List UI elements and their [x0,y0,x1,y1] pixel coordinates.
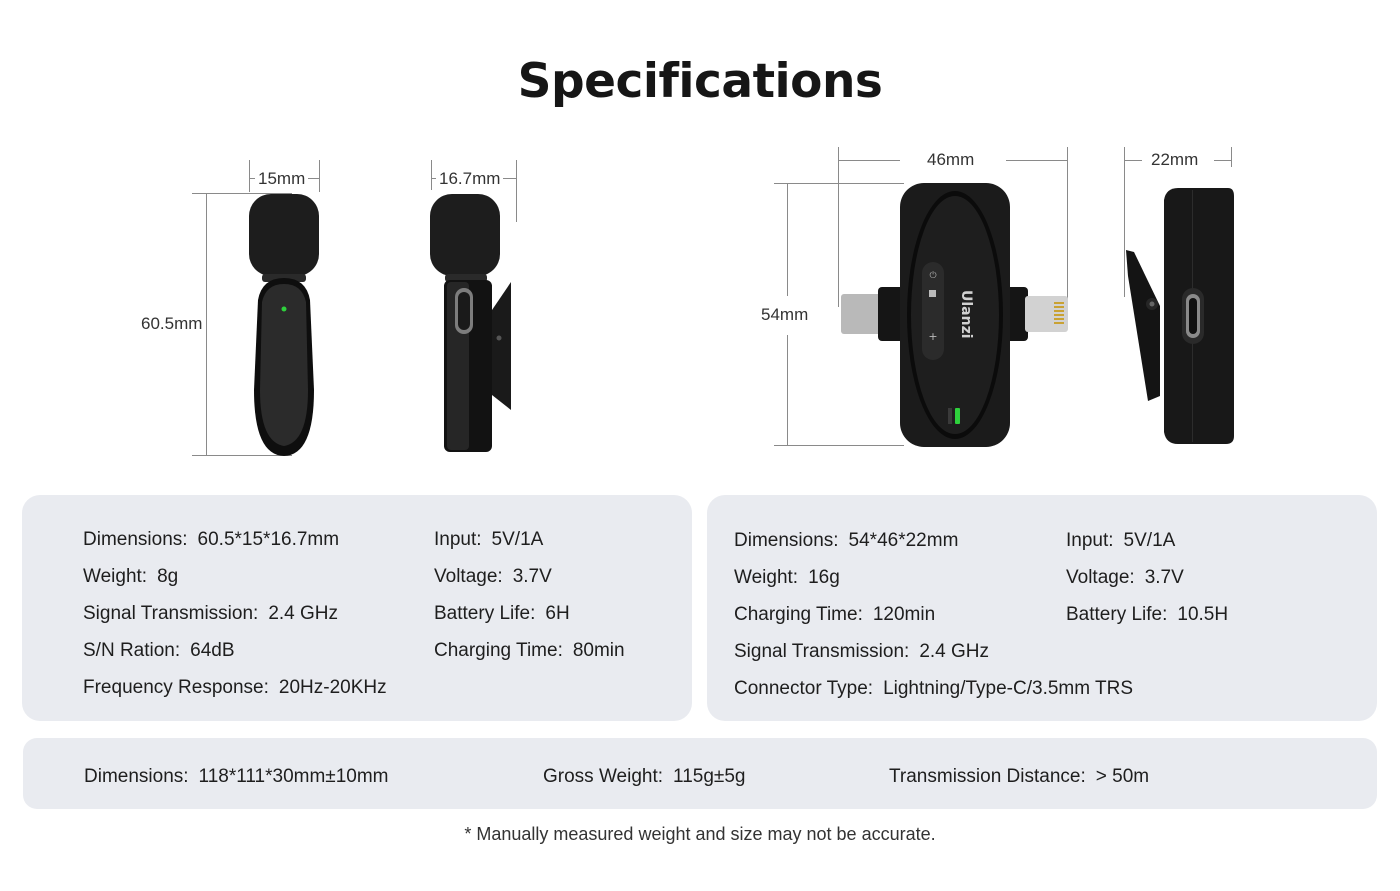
spec-row: Charging Time120min [734,604,935,626]
page-title: Specifications [517,54,883,109]
transmitter-side-image [430,194,511,452]
dimension-line [1006,160,1067,161]
spec-row: Connector TypeLightning/Type-C/3.5mm TRS [734,678,1133,700]
receiver-width-label: 46mm [924,150,978,170]
dimension-line [774,445,904,446]
dimension-line [1231,147,1232,167]
dimension-line [1214,160,1231,161]
dimension-line [1124,160,1142,161]
spec-row: Voltage3.7V [1066,567,1184,589]
dimension-line [838,160,900,161]
spec-row: Dimensions60.5*15*16.7mm [83,529,339,551]
receiver-specs-panel: Dimensions54*46*22mm Weight16g Charging … [707,495,1377,721]
spec-row: Weight8g [83,566,178,588]
dimension-line [838,147,839,167]
dimension-line [206,193,207,455]
dimension-line [838,167,839,307]
spec-row: Voltage3.7V [434,566,552,588]
spec-row: Dimensions118*111*30mm±10mm [84,766,389,788]
spec-row: S/N Ration64dB [83,640,235,662]
transmitter-height-label: 60.5mm [138,314,206,334]
dimension-line [787,335,788,445]
receiver-height-label: 54mm [758,305,812,325]
dimension-line [1124,147,1125,297]
transmitter-specs-panel: Dimensions60.5*15*16.7mm Weight8g Signal… [22,495,692,721]
spec-row: Battery Life10.5H [1066,604,1228,626]
svg-text:⏻: ⏻ [929,270,936,281]
spec-row: Weight16g [734,567,840,589]
dimension-line [192,455,292,456]
transmitter-front-image [249,194,319,456]
dimension-line [774,183,904,184]
spec-row: Input5V/1A [1066,530,1175,552]
package-specs-panel: Dimensions118*111*30mm±10mm Gross Weight… [23,738,1377,809]
dimension-line [787,183,788,296]
spec-row: Dimensions54*46*22mm [734,530,958,552]
spec-row: Gross Weight115g±5g [543,766,745,788]
spec-row: Frequency Response20Hz-20KHz [83,677,387,699]
spec-row: Battery Life6H [434,603,570,625]
receiver-depth-label: 22mm [1148,150,1202,170]
dimension-line [249,160,250,192]
dimension-line [192,193,292,194]
transmitter-depth-label: 16.7mm [436,169,504,189]
dimension-line [319,160,320,192]
transmitter-width-label: 15mm [255,169,309,189]
spec-row: Charging Time80min [434,640,625,662]
receiver-front-image: ⏻ + Ulanzi [841,183,1068,447]
spec-row: Signal Transmission2.4 GHz [83,603,338,625]
footnote: * Manually measured weight and size may … [464,824,936,844]
svg-text:+: + [928,330,937,343]
dimension-line [516,160,517,222]
dimension-line [431,160,432,190]
spec-row: Input5V/1A [434,529,543,551]
receiver-side-image [1126,188,1234,444]
dimension-line [1067,147,1068,307]
spec-row: Signal Transmission2.4 GHz [734,641,989,663]
brand-logo: Ulanzi [958,290,974,339]
spec-row: Transmission Distance> 50m [889,766,1149,788]
